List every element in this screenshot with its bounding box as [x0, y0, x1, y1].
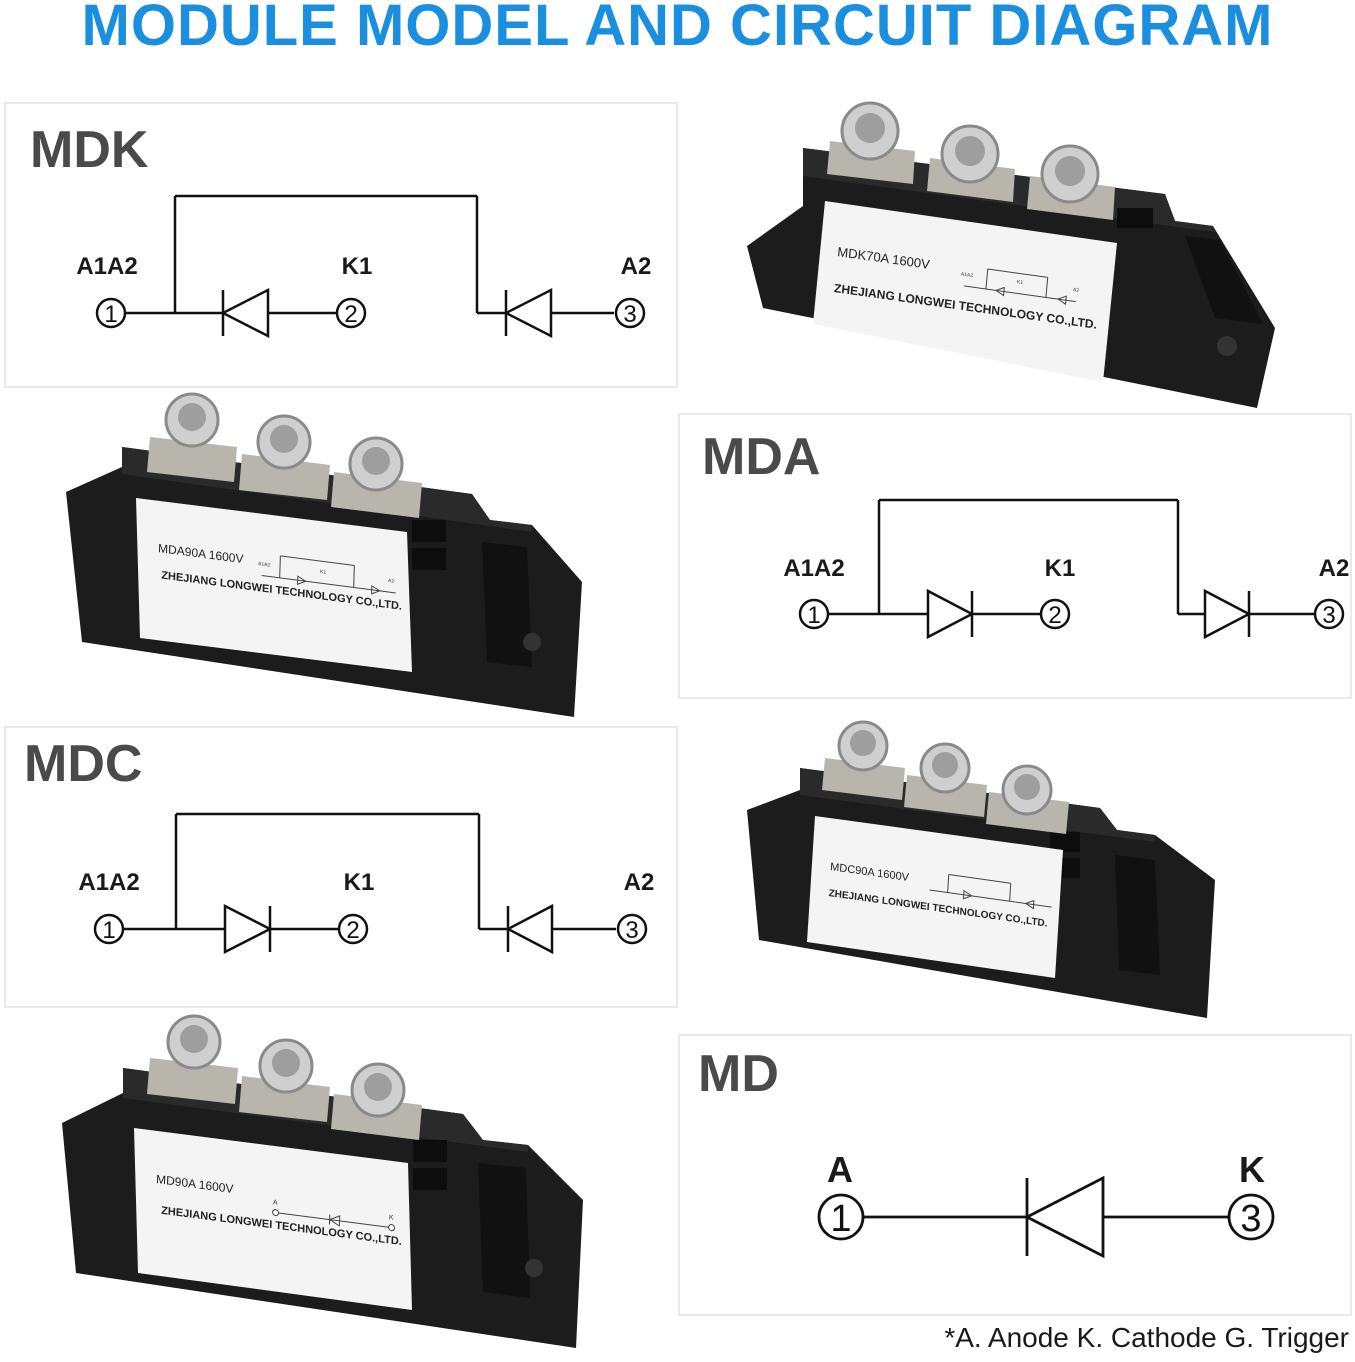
module-label-sticker [134, 1128, 412, 1310]
screw-terminal-2 [927, 124, 1015, 202]
node-3-label: 3 [625, 917, 638, 944]
panel-title-mdc: MDC [24, 735, 143, 793]
module-photo-mdk70: MDK70A 1600V ZHEJIANG LONGWEI TECHNOLOGY… [747, 101, 1275, 408]
module-photo-md90: MD90A 1600V ZHEJIANG LONGWEI TECHNOLOGY … [62, 1014, 583, 1348]
terminal-label-right: A2 [621, 253, 652, 280]
terminal-label-right: A2 [624, 869, 655, 896]
mini-label-right: K [389, 1214, 394, 1222]
node-1-label: 1 [807, 602, 820, 629]
terminal-label-mid: K1 [344, 869, 375, 896]
node-2-label: 2 [1048, 602, 1061, 629]
panel-mdk: MDK 1 2 3 A1A2 K1 A2 [4, 102, 678, 388]
mini-label-mid: K1 [1017, 279, 1024, 286]
node-3-label: 3 [623, 301, 636, 328]
node-1-label: 1 [104, 301, 117, 328]
node-1-label: 1 [102, 917, 115, 944]
module-photo-mdc90: MDC90A 1600V ZHEJIANG LONGWEI TECHNOLOGY… [747, 720, 1215, 1018]
panel-title-mda: MDA [702, 428, 821, 486]
mini-circuit [963, 268, 1076, 306]
node-2-label: 2 [346, 917, 359, 944]
diode-2-symbol [503, 287, 553, 339]
module-photo-mda90: MDA90A 1600V ZHEJIANG LONGWEI TECHNOLOGY… [66, 392, 582, 717]
screw-terminal-1 [822, 720, 905, 800]
mini-label-right: A2 [388, 578, 394, 585]
mini-label-left: A [273, 1199, 278, 1207]
mini-circuit [261, 555, 396, 595]
circuit-diagram-mda: 1 2 3 A1A2 K1 A2 [783, 498, 1350, 640]
screw-terminal-1 [147, 1014, 238, 1104]
screw-terminal-2 [239, 1038, 330, 1122]
terminal-label-right: A2 [1319, 555, 1350, 582]
mini-label-mid: K1 [320, 569, 326, 576]
diode-1-symbol [223, 903, 273, 955]
diode-2-symbol [505, 903, 554, 955]
node-3-label: 3 [1240, 1198, 1261, 1240]
circuit-diagram-mdc: 1 2 3 A1A2 K1 A2 [78, 812, 655, 955]
terminal-label-mid: K1 [342, 253, 373, 280]
diode-symbol [1023, 1175, 1105, 1259]
module-label-sticker [136, 498, 412, 672]
screw-terminal-2 [239, 414, 330, 500]
mini-label-left: A1A2 [961, 271, 974, 279]
panel-mdc: MDC 1 2 3 A1A2 K1 A2 [4, 726, 678, 1008]
panel-title-md: MD [698, 1045, 779, 1103]
panel-md: MD 1 3 A K [678, 1034, 1352, 1316]
module-label-sticker [813, 201, 1117, 382]
screw-terminal-3 [986, 764, 1069, 834]
panel-mda: MDA 1 2 3 A1A2 K1 A2 [678, 413, 1352, 699]
terminal-label-anode: A [827, 1149, 853, 1190]
screw-terminal-3 [331, 436, 422, 518]
node-1-label: 1 [830, 1198, 851, 1240]
diode-2-symbol [1203, 588, 1252, 640]
node-3-label: 3 [1322, 602, 1335, 629]
screw-terminal-2 [904, 742, 987, 817]
diode-1-symbol [926, 588, 975, 640]
mini-label-left: A1A2 [258, 561, 271, 569]
screw-terminal-3 [1027, 144, 1115, 220]
screw-terminal-3 [331, 1062, 422, 1140]
terminal-label-left: A1A2 [76, 253, 137, 280]
circuit-diagram-md: 1 3 A K [817, 1149, 1275, 1259]
terminal-label-left: A1A2 [78, 869, 139, 896]
legend-footnote: *A. Anode K. Cathode G. Trigger [944, 1322, 1349, 1353]
panel-title-mdk: MDK [30, 121, 149, 179]
mini-circuit [929, 874, 1052, 910]
circuit-diagram-mdk: 1 2 3 A1A2 K1 A2 [76, 194, 652, 339]
terminal-label-cathode: K [1239, 1149, 1265, 1190]
mini-label-right: A2 [1073, 287, 1080, 294]
mini-circuit [272, 1209, 396, 1232]
screw-terminal-1 [147, 392, 237, 482]
page-title: MODULE MODEL AND CIRCUIT DIAGRAM [81, 0, 1274, 58]
node-2-label: 2 [344, 301, 357, 328]
screw-terminal-1 [827, 101, 915, 184]
terminal-label-mid: K1 [1045, 555, 1076, 582]
diode-1-symbol [220, 287, 270, 339]
module-label-sticker [807, 816, 1063, 978]
terminal-label-left: A1A2 [783, 555, 844, 582]
